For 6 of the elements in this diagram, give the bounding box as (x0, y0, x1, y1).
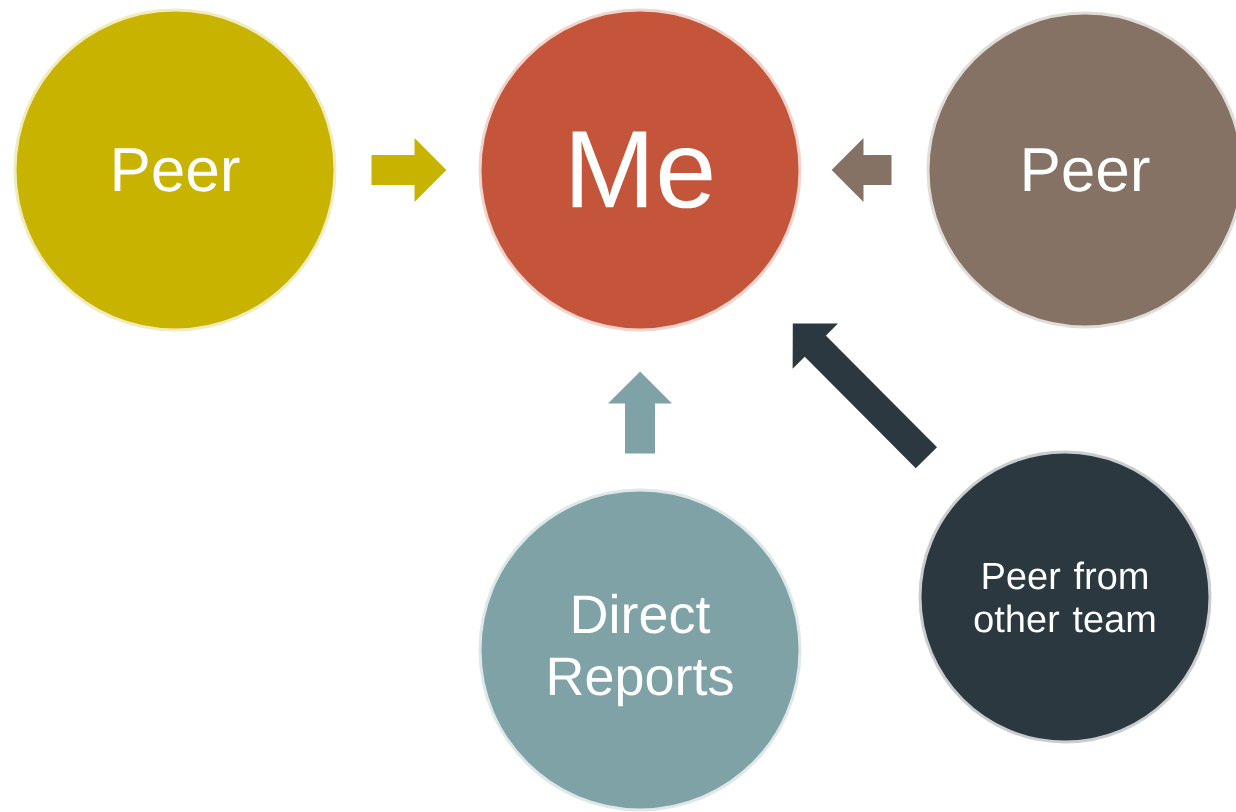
circle-node: Peer (13, 8, 337, 332)
circle-node: Peer (926, 11, 1236, 329)
circle-node: Direct Reports (478, 488, 802, 812)
circle-node: Me (478, 8, 802, 332)
block-arrow (792, 323, 937, 469)
circle-node: Peer from other team (918, 450, 1212, 744)
